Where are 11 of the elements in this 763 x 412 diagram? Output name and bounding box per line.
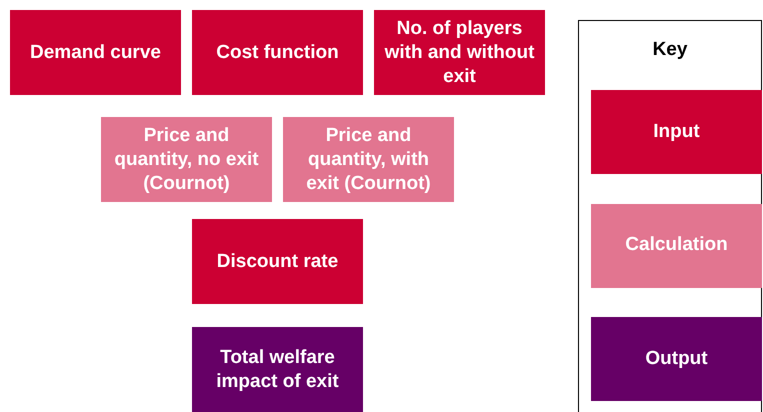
process-box: Price and quantity, no exit (Cournot): [101, 117, 272, 202]
process-box: Cost function: [192, 10, 363, 95]
process-box: No. of players with and without exit: [374, 10, 545, 95]
legend-swatch: Output: [591, 317, 762, 401]
process-box: Demand curve: [10, 10, 181, 95]
process-box: Price and quantity, with exit (Cournot): [283, 117, 454, 202]
process-box: Discount rate: [192, 219, 363, 304]
legend-swatch: Calculation: [591, 204, 762, 288]
legend-title: Key: [652, 38, 688, 62]
process-box: Total welfare impact of exit: [192, 327, 363, 412]
legend-swatch: Input: [591, 90, 762, 174]
